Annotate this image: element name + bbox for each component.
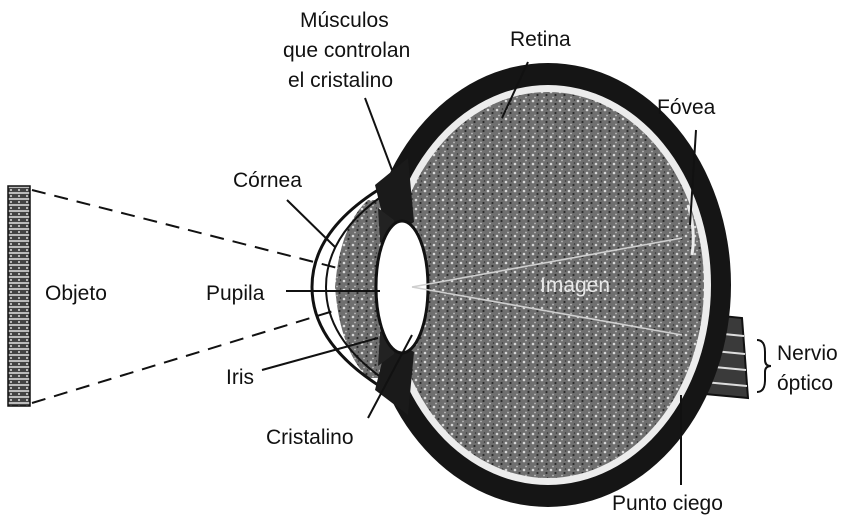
label-musculos-line3: el cristalino <box>288 69 393 92</box>
label-cristalino: Cristalino <box>266 426 354 449</box>
crystalline-lens <box>376 221 428 353</box>
cornea-leader <box>287 200 335 247</box>
label-musculos-line2: que controlan <box>283 39 410 62</box>
label-punto-ciego: Punto ciego <box>612 492 723 515</box>
label-retina: Retina <box>510 28 571 51</box>
label-objeto: Objeto <box>45 282 107 305</box>
label-imagen: Imagen <box>540 274 610 297</box>
label-iris: Iris <box>226 366 254 389</box>
label-cornea: Córnea <box>233 169 302 192</box>
label-fovea: Fóvea <box>657 96 716 119</box>
label-nervio-line2: óptico <box>777 372 833 395</box>
label-nervio-line1: Nervio <box>777 342 838 365</box>
musculos-leader <box>365 98 392 170</box>
label-musculos-line1: Músculos <box>300 9 389 32</box>
object-bar <box>8 186 30 406</box>
nervio-brace <box>757 340 771 392</box>
label-pupila: Pupila <box>206 282 265 305</box>
